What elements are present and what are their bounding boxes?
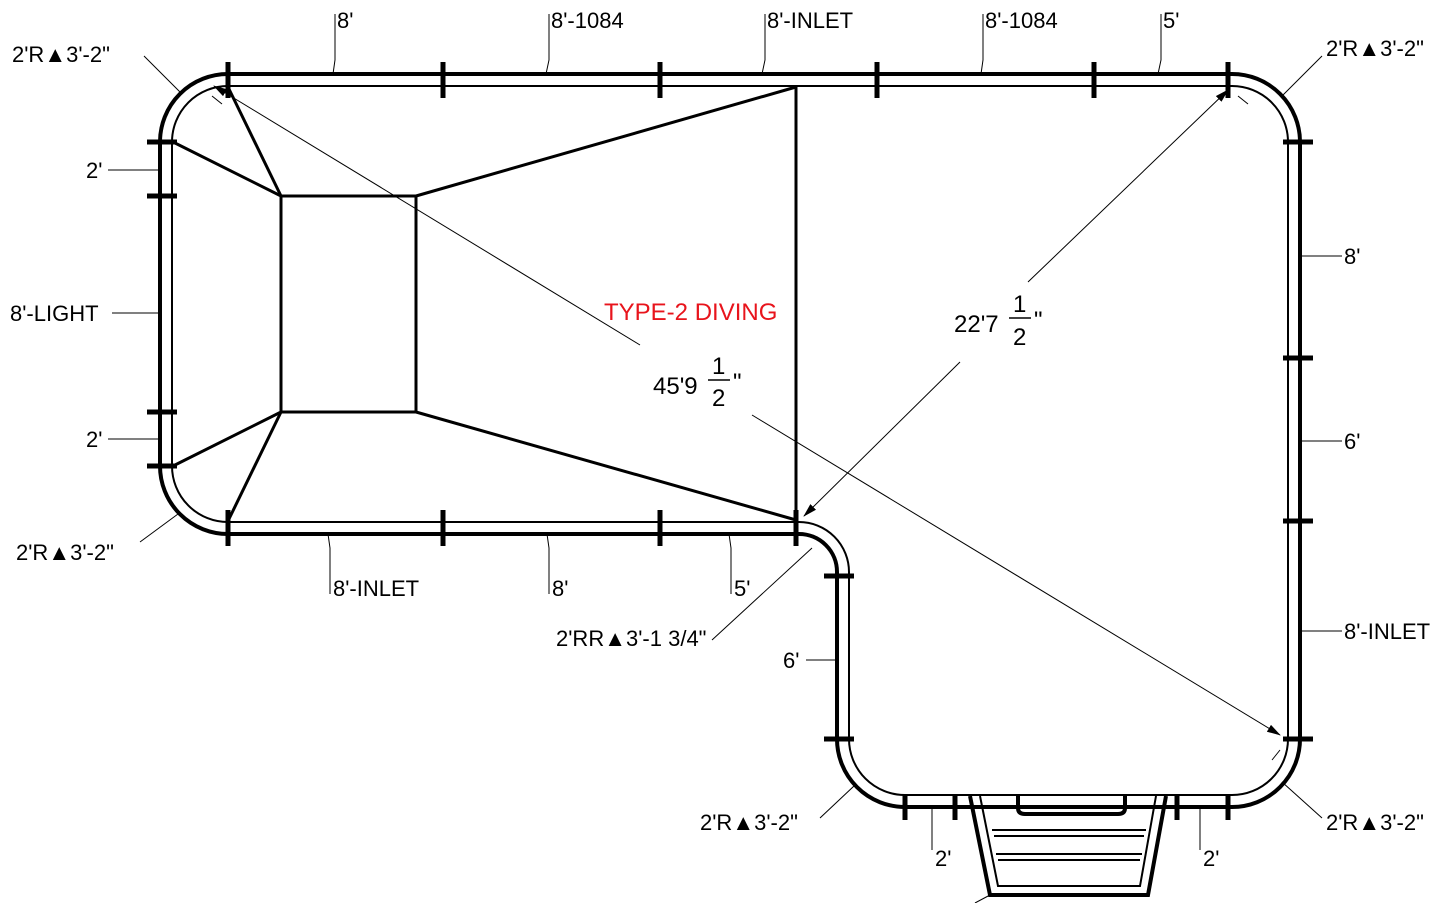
dimension-text-long: 45'9 1 2 "	[653, 353, 742, 412]
dimension-whole: 22'7	[954, 311, 999, 338]
dimension-denominator: 2	[712, 385, 725, 412]
right-panel-label: 8'	[1344, 244, 1360, 269]
dimension-unit: "	[733, 369, 742, 396]
right-panel-label: 6'	[1344, 429, 1360, 454]
pool-outer-wall	[158, 72, 1302, 809]
entry-steps	[968, 795, 1168, 903]
left-panel-label: 2'	[86, 427, 102, 452]
corner-label-inner: 2'RR▲3'-1 3/4"	[556, 626, 707, 651]
top-panel-label: 5'	[1163, 8, 1179, 33]
diving-hopper-outline	[172, 85, 798, 522]
corner-label-bottom-left: 2'R▲3'-2"	[16, 540, 114, 565]
bottom-panel-label: 8'	[552, 576, 568, 601]
corner-label-top-right: 2'R▲3'-2"	[1326, 36, 1424, 61]
top-panel-label: 8'-1084	[985, 8, 1058, 33]
dimension-denominator: 2	[1013, 324, 1026, 351]
pool-type-note: TYPE-2 DIVING	[604, 299, 777, 326]
top-panel-label: 8'-INLET	[767, 8, 853, 33]
bottom-panel-label: 5'	[734, 576, 750, 601]
dimension-whole: 45'9	[653, 373, 698, 400]
pool-inner-wall	[171, 85, 1289, 796]
dimension-numerator: 1	[712, 353, 725, 380]
dimension-numerator: 1	[1013, 291, 1026, 318]
top-panel-label: 8'	[337, 8, 353, 33]
top-panel-label: 8'-1084	[551, 8, 624, 33]
dimension-unit: "	[1034, 307, 1043, 334]
corner-label-top-left: 2'R▲3'-2"	[12, 42, 110, 67]
leader-lines	[108, 14, 1342, 850]
right-panel-label: 8'-INLET	[1344, 619, 1430, 644]
bottom-step-panel-label: 2'	[935, 846, 951, 871]
corner-label-step-left: 2'R▲3'-2"	[700, 810, 798, 835]
left-panel-label: 8'-LIGHT	[10, 301, 99, 326]
corner-label-bottom-right: 2'R▲3'-2"	[1326, 810, 1424, 835]
left-panel-label: 2'	[86, 158, 102, 183]
bottom-panel-label: 8'-INLET	[333, 576, 419, 601]
diagonal-dimension-lines	[213, 85, 1281, 736]
bottom-step-panel-label: 2'	[1203, 846, 1219, 871]
panel-joint-ticks	[147, 62, 1313, 820]
dimension-text-short: 22'7 1 2 "	[954, 291, 1043, 351]
step-side-panel-label: 6'	[783, 648, 799, 673]
